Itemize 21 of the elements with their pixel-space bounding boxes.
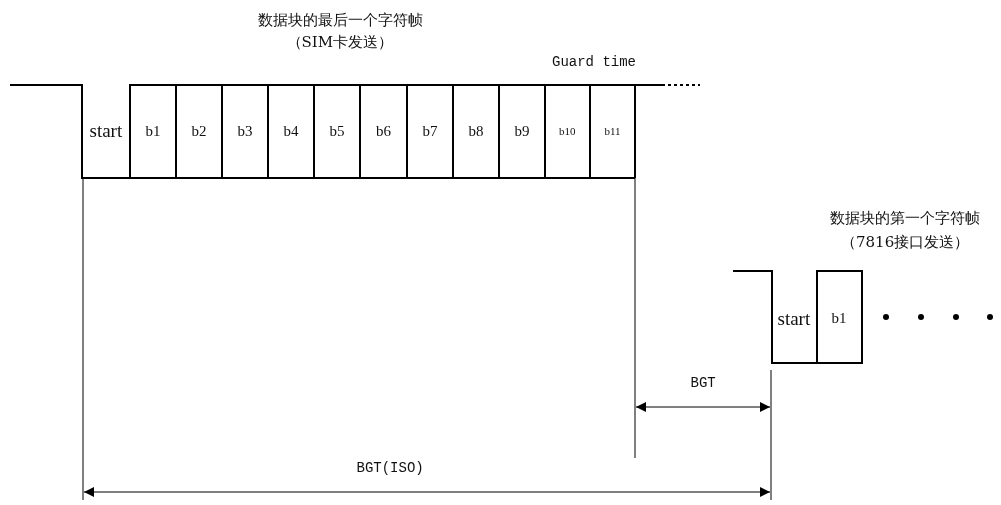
bit-label: b1 (145, 123, 161, 139)
guard-time-label: Guard time (552, 55, 636, 69)
bit-label: b11 (604, 125, 621, 137)
frame-caption: 数据块的第一个字符帧 (830, 210, 980, 226)
frame-caption: （SIM卡发送） (286, 34, 394, 50)
bit-label: b2 (191, 123, 207, 139)
start-bit-label: start (89, 120, 123, 140)
bit-label: b6 (376, 123, 391, 139)
dimension-label: BGT(ISO) (356, 461, 424, 475)
bit-label: b4 (283, 123, 299, 139)
frame-caption: 数据块的最后一个字符帧 (257, 12, 423, 28)
bit-label: b1 (831, 310, 847, 326)
bit-label: b7 (422, 123, 438, 139)
bit-label: b10 (559, 125, 576, 137)
bit-label: b8 (468, 123, 484, 139)
start-bit-label: start (777, 308, 811, 328)
dimension-label: BGT (690, 376, 716, 390)
frame-caption: （7816接口发送） (841, 234, 970, 250)
bit-label: b3 (237, 123, 253, 139)
bit-label: b5 (329, 123, 345, 139)
bit-label: b9 (514, 123, 530, 139)
